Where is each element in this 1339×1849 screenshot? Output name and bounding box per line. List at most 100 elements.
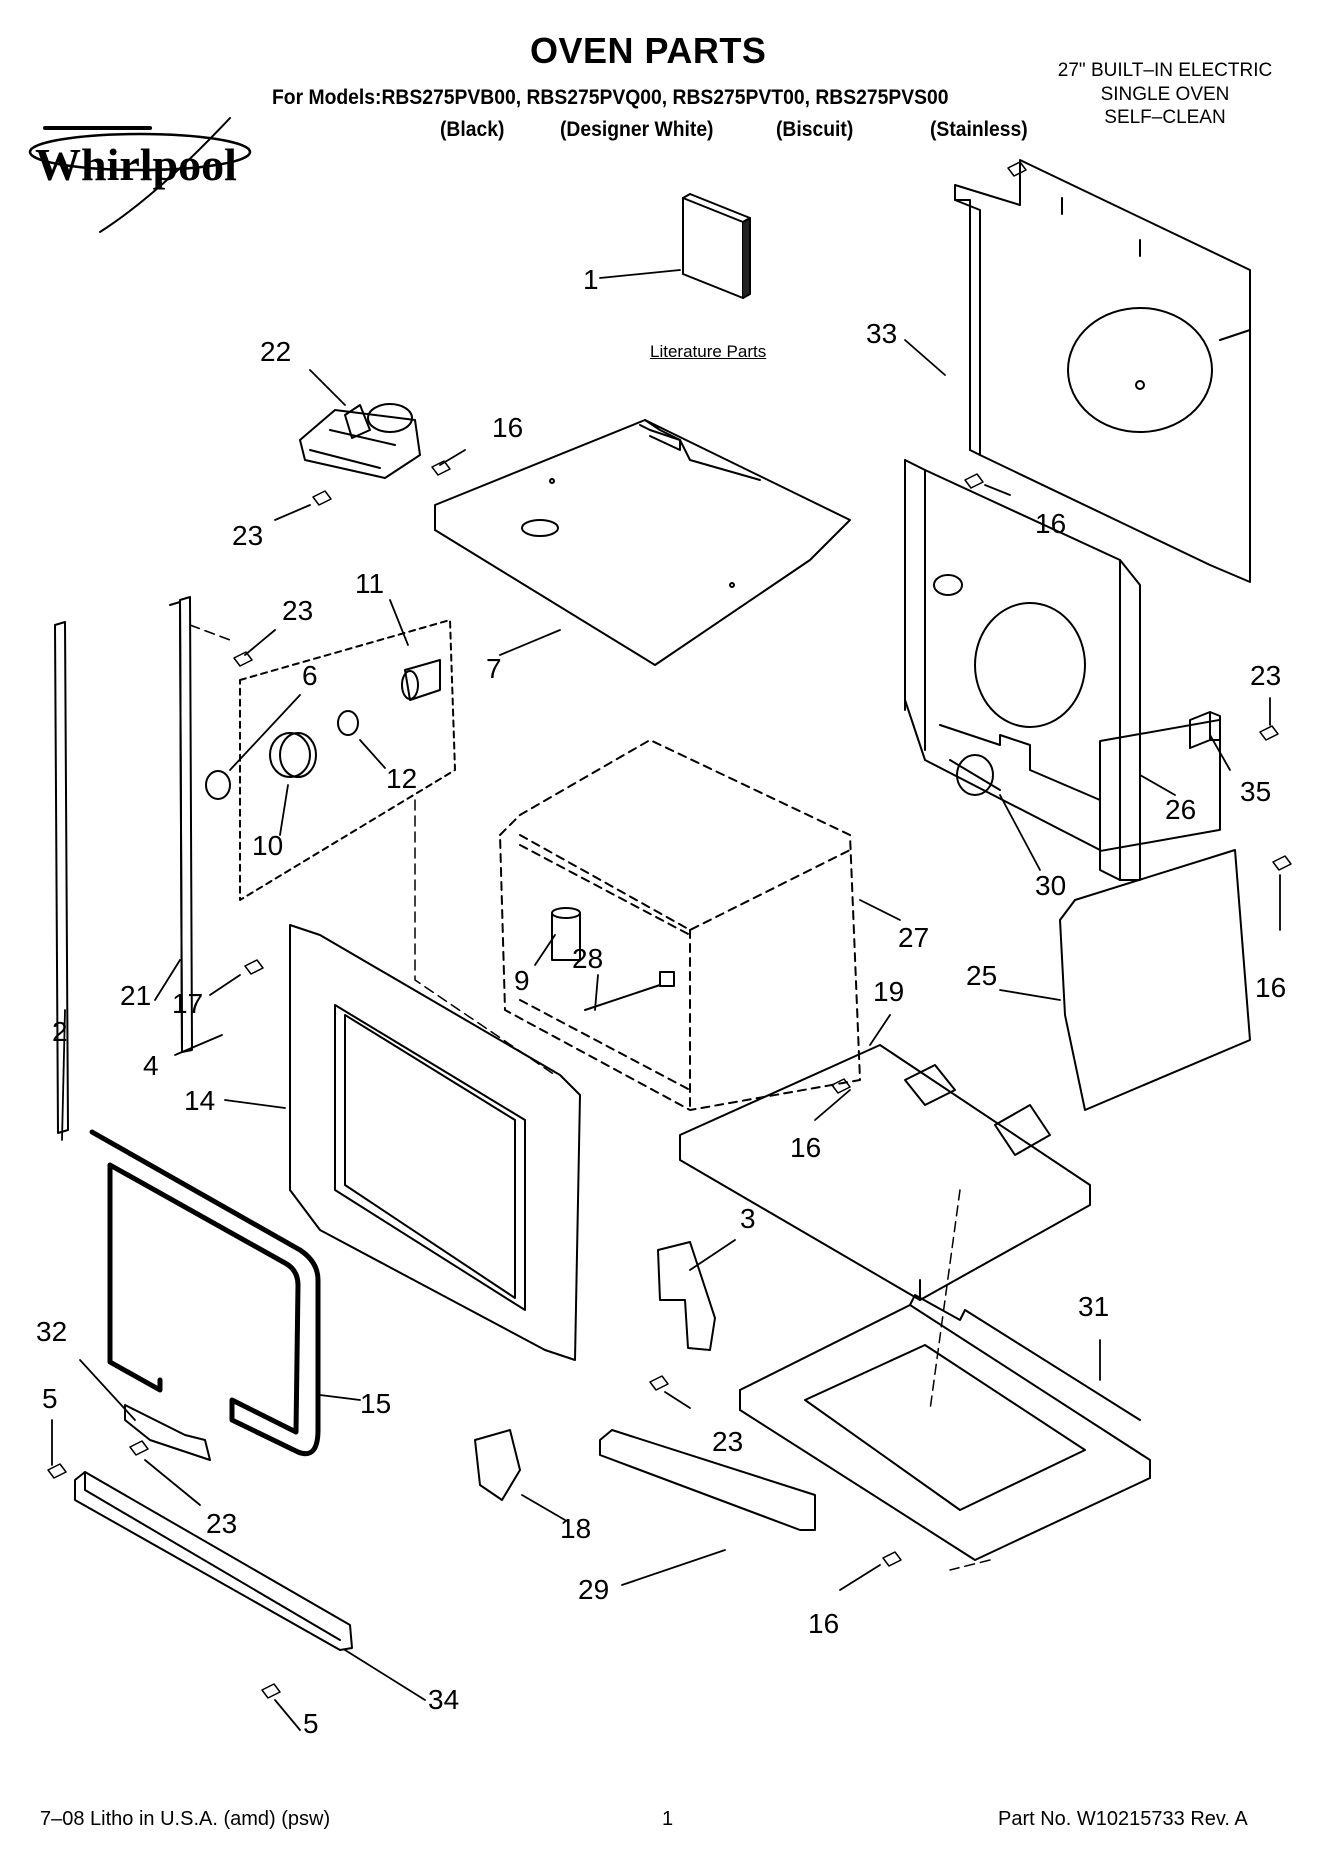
oven-type-line-3: SELF–CLEAN (1104, 107, 1226, 128)
models-line: For Models:RBS275PVB00, RBS275PVQ00, RBS… (272, 86, 949, 109)
callout-16-d: 16 (790, 1132, 822, 1163)
switch-knob-group (239, 619, 456, 901)
callout-16-c: 16 (1255, 972, 1287, 1003)
door-trim-left (54, 621, 69, 1134)
light-socket-part (401, 659, 441, 701)
top-insulation-panel (434, 419, 851, 666)
callout-30: 30 (1035, 870, 1067, 901)
callout-15: 15 (360, 1388, 392, 1419)
callout-7: 7 (486, 653, 502, 684)
callout-14: 14 (184, 1085, 216, 1116)
callout-2: 2 (52, 1016, 68, 1047)
screw-icon (47, 1463, 67, 1479)
callout-23-c: 23 (1250, 660, 1282, 691)
literature-parts-label: Literature Parts (650, 342, 767, 361)
leader-line (999, 989, 1061, 1001)
bottom-tray (679, 1044, 1091, 1301)
leader-line (439, 449, 466, 466)
leader-line (274, 504, 311, 521)
inner-back-panel (904, 459, 1141, 881)
screw-icon (312, 490, 332, 506)
literature-booklet (682, 193, 751, 299)
side-panel-right (1059, 718, 1251, 1111)
callout-23-d: 23 (206, 1508, 238, 1539)
callout-22: 22 (260, 336, 292, 367)
leader-line (344, 1649, 426, 1701)
leader-line (229, 694, 301, 771)
leader-line (1209, 734, 1231, 771)
leader-line (621, 1549, 726, 1586)
callout-10: 10 (252, 830, 284, 861)
leader-line (61, 1009, 66, 1141)
screw-icon (1007, 161, 1027, 177)
callout-29: 29 (578, 1574, 610, 1605)
page-number: 1 (662, 1808, 674, 1830)
callout-16-e: 16 (808, 1608, 840, 1639)
door-gasket (89, 1129, 321, 1457)
rear-panel (954, 159, 1251, 583)
switch-button-part (337, 710, 359, 736)
hidden-lines (189, 624, 991, 1571)
callout-21: 21 (120, 980, 152, 1011)
front-frame (289, 924, 581, 1361)
leader-line (599, 269, 681, 279)
screw-icon (831, 1078, 851, 1094)
oven-type-line-2: SINGLE OVEN (1100, 84, 1230, 105)
screw-icon (882, 1551, 902, 1567)
leader-line (274, 1699, 301, 1731)
callout-33: 33 (866, 318, 898, 349)
leader-line (594, 974, 599, 1011)
leader-arrows (51, 269, 1281, 1731)
leader-line (174, 1034, 223, 1056)
whirlpool-swirl-icon (28, 117, 252, 233)
callout-4: 4 (143, 1050, 159, 1081)
footer-print-info: 7–08 Litho in U.S.A. (amd) (psw) (40, 1808, 331, 1830)
leader-line (359, 739, 386, 769)
callout-1: 1 (583, 264, 599, 295)
leader-line (534, 934, 556, 966)
callout-26: 26 (1165, 794, 1197, 825)
leader-line (144, 1459, 201, 1506)
gasket-clip (124, 1404, 211, 1461)
door-lock-switch-part (299, 403, 421, 479)
latch-bracket (474, 1429, 521, 1501)
leader-line (209, 974, 241, 996)
callout-5-top: 5 (42, 1383, 58, 1414)
thermal-fuse-part (949, 754, 1001, 796)
variant-biscuit: (Biscuit) (776, 118, 854, 141)
leader-line (1139, 774, 1176, 796)
leader-line (984, 484, 1011, 496)
variant-black: (Black) (440, 118, 505, 141)
bracket-part (1189, 711, 1221, 749)
variant-stainless: (Stainless) (930, 118, 1028, 141)
oven-cavity (499, 739, 861, 1111)
callout-17: 17 (172, 988, 204, 1019)
leader-line (224, 1099, 286, 1109)
callout-32: 32 (36, 1316, 68, 1347)
leader-line (689, 1239, 736, 1271)
callout-19: 19 (873, 976, 905, 1007)
screw-icon (964, 473, 984, 489)
bottom-door-trim (74, 1471, 353, 1651)
callout-23-a: 23 (232, 520, 264, 551)
variant-designer-white: (Designer White) (560, 118, 714, 141)
screw-icon (1272, 855, 1292, 871)
screw-icon (649, 1375, 669, 1391)
screw-icon (1259, 725, 1279, 741)
fan-shaft-part (551, 907, 581, 961)
leader-line (521, 1494, 566, 1521)
callout-11: 11 (355, 568, 385, 599)
leader-line (244, 629, 276, 656)
part-number: Part No. W10215733 Rev. A (998, 1808, 1248, 1830)
callout-16-top: 16 (492, 412, 524, 443)
sensor-probe-part (584, 971, 675, 1011)
callout-12: 12 (386, 763, 418, 794)
leader-line (869, 1014, 891, 1046)
callout-28: 28 (572, 943, 604, 974)
leader-line (279, 784, 289, 836)
callout-5-bottom: 5 (303, 1708, 319, 1739)
oven-type-line-1: 27" BUILT–IN ELECTRIC (1057, 60, 1273, 81)
hinge-bracket (657, 1241, 716, 1351)
lower-vent-trim (599, 1429, 816, 1531)
